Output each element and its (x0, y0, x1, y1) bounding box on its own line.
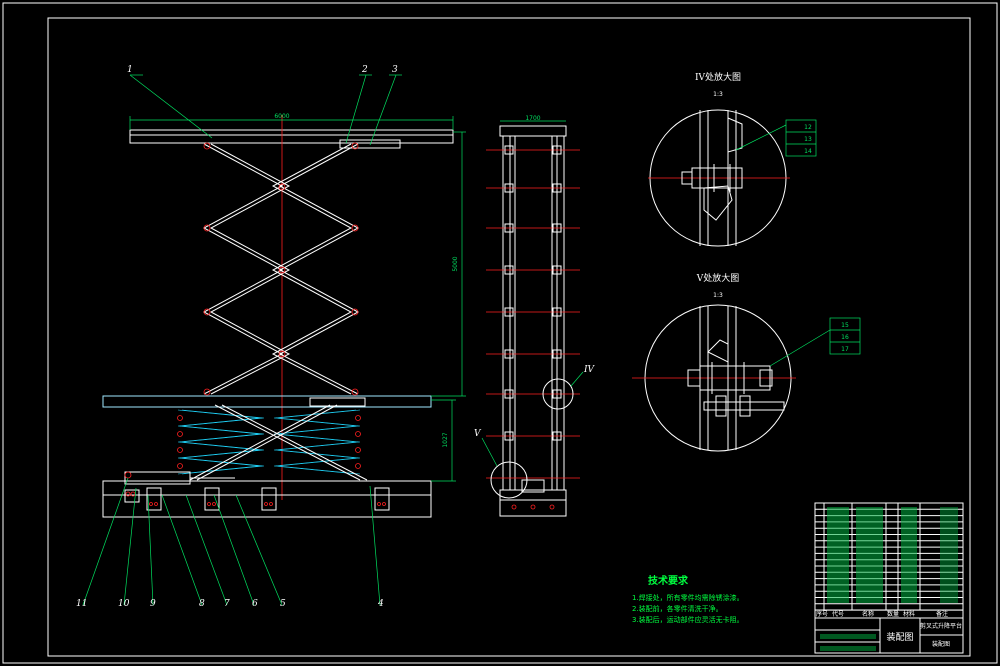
dimension-height: 5000 (431, 131, 466, 397)
drawing-name: 装配图 (886, 631, 913, 643)
leaders (82, 74, 402, 606)
part-label-9: 9 (150, 599, 156, 609)
dim-width-text: 6000 (274, 113, 289, 120)
part-label-6: 6 (252, 599, 258, 609)
detail-iv-scale: 1:3 (713, 91, 723, 98)
sheet-note: 装配图 (932, 640, 950, 648)
side-view: 1700 (474, 115, 596, 517)
callout-14: 14 (804, 148, 812, 155)
bom-header-4: 数量 (887, 610, 899, 618)
part-label-3: 3 (392, 65, 398, 75)
part-label-8: 8 (199, 599, 205, 609)
detail-view-iv: IV处放大图 1:3 12 13 14 (648, 71, 817, 247)
bom-header-6: 备注 (936, 610, 948, 618)
part-label-5: 5 (280, 599, 286, 609)
side-pivot-lines (486, 149, 580, 479)
title-block: 序号 代号 名称 数量 材料 备注 装配图 剪叉式升降平台 装配图 (814, 502, 964, 654)
detail-circle-v (490, 461, 528, 499)
base-blocks (124, 471, 390, 511)
bom-fill (827, 507, 958, 603)
bom-header-3: 名称 (862, 610, 874, 618)
detail-v-title: V处放大图 (696, 272, 740, 284)
side-bolts (504, 145, 562, 441)
dim-height-text: 5000 (452, 256, 459, 271)
pivot-joints (203, 142, 359, 396)
detail-circle-iv (542, 378, 574, 410)
callout-17: 17 (841, 346, 849, 353)
detail-iv-title: IV处放大图 (695, 71, 741, 83)
part-label-4: 4 (377, 599, 384, 609)
part-label-1: 1 (127, 65, 133, 75)
technical-requirements: 技术要求 1.焊接处，所有零件均需除锈涂漆。 2.装配前，各零件清洗干净。 3.… (632, 574, 744, 624)
dim-side-width-text: 1700 (525, 115, 540, 122)
middle-platform (102, 395, 432, 408)
part-label-11: 11 (76, 599, 87, 609)
bom-header-2: 代号 (832, 610, 844, 618)
base-frame (102, 480, 432, 518)
side-top-platform (499, 125, 567, 137)
part-label-7: 7 (224, 599, 230, 609)
detail-view-v: V处放大图 1:3 15 16 17 (632, 272, 861, 452)
part-label-10: 10 (118, 599, 130, 609)
bom-header-1: 序号 (816, 610, 828, 618)
product-name: 剪叉式升降平台 (920, 622, 962, 630)
callout-13: 13 (804, 136, 812, 143)
front-view: 6000 5000 1027 (76, 65, 466, 609)
tech-req-item-3: 3.装配后，运动部件应灵活无卡阻。 (632, 615, 744, 624)
top-platform (129, 129, 454, 144)
dim-lower-text: 1027 (442, 432, 449, 447)
callout-12: 12 (804, 124, 812, 131)
callout-16: 16 (841, 334, 849, 341)
callout-15: 15 (841, 322, 849, 329)
detail-label-iv: IV (583, 365, 596, 375)
tech-req-title: 技术要求 (648, 574, 689, 587)
dimension-lower: 1027 (431, 399, 456, 482)
tech-req-item-2: 2.装配前，各零件清洗干净。 (632, 604, 723, 613)
lower-scissor-stack (177, 404, 368, 481)
side-base (499, 489, 567, 517)
bom-header-5: 材料 (903, 610, 915, 618)
detail-v-scale: 1:3 (713, 292, 723, 299)
detail-label-v: V (474, 429, 482, 439)
scissor-arms (202, 143, 360, 395)
part-label-2: 2 (361, 65, 368, 75)
dimension-width: 6000 (129, 113, 454, 130)
tech-req-item-1: 1.焊接处，所有零件均需除锈涂漆。 (632, 593, 744, 602)
inner-frame (47, 17, 971, 657)
